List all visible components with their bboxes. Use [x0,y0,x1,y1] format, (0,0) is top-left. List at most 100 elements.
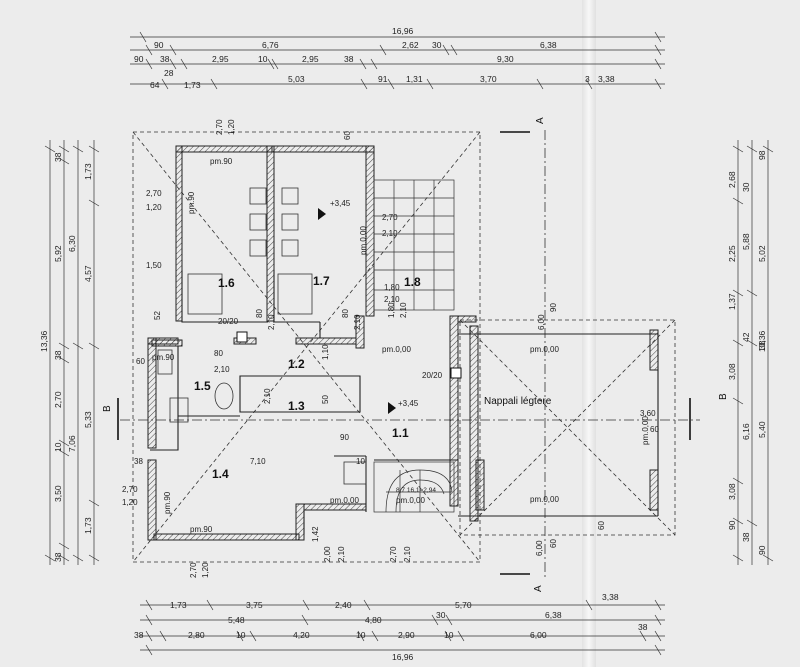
floor-level: pm.0,00 [530,495,559,504]
dim-bottom: 1,73 [170,600,187,610]
annotation: 52 [153,311,162,320]
dim-bottom: 5,48 [228,615,245,625]
dim-bottom: 10 [444,630,454,640]
dim-top: 2,95 [212,54,229,64]
dim-top: 91 [378,74,388,84]
bottom-dimension-lines [140,599,665,656]
annotation: 2,00 [323,546,332,562]
annotation: 2,70 [122,485,138,494]
dim-bottom: 3,75 [246,600,263,610]
floor-level: pm.90 [210,157,233,166]
vents [236,331,462,379]
dim-top: 90 [134,54,144,64]
dim-left: 7,06 [67,435,77,452]
dim-left: 1,73 [83,517,93,534]
annotation: 2,70 [382,213,398,222]
annotation: 2,10 [337,546,346,562]
room-1-5: 1.5 [194,379,211,393]
dim-bottom: 2,90 [398,630,415,640]
dim-top: 10 [258,54,268,64]
dim-right: 5,40 [757,421,767,438]
dim-top: 1,73 [184,80,201,90]
dim-top: 38 [344,54,354,64]
dim-top: 3,70 [480,74,497,84]
dim-bottom: 4,80 [365,615,382,625]
annotation: 50 [321,395,330,404]
dim-left: 38 [53,350,63,360]
floor-level: pm.0,00 [359,226,368,255]
annotation: 2,10 [214,365,230,374]
annotation: 20/20 [422,371,443,380]
dim-left-total: 13,36 [39,330,49,352]
dim-top-total: 16,96 [392,26,414,36]
annotation: pm.90 [152,353,175,362]
dim-right: 42 [741,332,751,342]
dim-right: 5,02 [757,245,767,262]
floor-level: pm.90 [163,491,172,514]
annotation: 20/20 [218,317,239,326]
annotation: 80 [341,309,350,318]
dim-left: 5,33 [83,411,93,428]
dim-left: 5,92 [53,245,63,262]
annotation: 6,00 [537,314,546,330]
dim-right: 2,68 [727,171,737,188]
section-a-top: A [535,117,546,124]
annotation: 1,20 [122,498,138,507]
annotation: 2,10 [382,229,398,238]
left-dimension-text: 13,36 38 5,92 38 2,70 10 3,50 38 6,30 7,… [39,152,93,562]
annotation: 90 [340,433,349,442]
annotation: 2,10 [403,546,412,562]
annotation: 1,80 [384,283,400,292]
furniture [157,187,367,485]
dim-right: 98 [757,150,767,160]
room-1-8: 1.8 [404,275,421,289]
annotation: 1,20 [201,562,210,578]
dim-right: 2,25 [727,245,737,262]
dim-right: 38 [741,532,751,542]
annotation: 6,00 [535,540,544,556]
elevation-b: +3,45 [398,399,419,408]
annotation: 10 [356,457,365,466]
annotation: 60 [650,425,659,434]
floor-level: pm.90 [190,525,213,534]
annotation: 1,50 [146,261,162,270]
annotation: 2,70 [215,119,224,135]
annotation: 1,42 [311,526,320,542]
room-1-2: 1.2 [288,357,305,371]
dim-bottom: 38 [638,622,648,632]
room-1-7: 1.7 [313,274,330,288]
elevation-a: +3,45 [330,199,351,208]
annotation: 60 [136,357,145,366]
dim-right: 38 [757,340,767,350]
floor-level: pm.0,00 [396,496,425,505]
dim-top: 1,31 [406,74,423,84]
dim-left: 6,30 [67,235,77,252]
dim-left: 38 [53,552,63,562]
room-1-1: 1.1 [392,426,409,440]
dim-right: 90 [757,545,767,555]
top-dimension-text: 16,96 90 6,76 2,62 30 6,38 90 38 2,95 10… [134,26,615,90]
floor-level: pm.0,00 [641,416,650,445]
dim-left: 3,50 [53,485,63,502]
dim-left: 2,70 [53,391,63,408]
dim-right: 3,08 [727,483,737,500]
annotation: 2,70 [146,189,162,198]
section-a-bottom: A [533,585,544,592]
dim-top: 6,38 [540,40,557,50]
dim-top: 30 [432,40,442,50]
annotation: 60 [549,539,558,548]
dim-top: 38 [160,54,170,64]
dim-bottom: 5,70 [455,600,472,610]
dim-bottom: 3,38 [602,592,619,602]
floor-level: pm.0,00 [330,496,359,505]
dim-right: 6,16 [741,423,751,440]
dim-top: 2,62 [402,40,419,50]
dim-bottom: 30 [436,610,446,620]
nappali-label: Nappali légtere [484,396,552,407]
right-dimension-lines [732,140,774,565]
right-dimension-text: 13,36 98 2,68 30 5,88 1,37 3,08 6,16 3,0… [727,150,767,555]
elevation-markers [318,208,396,414]
room-1-6: 1.6 [218,276,235,290]
section-b-left: B [102,405,113,412]
annotation: 90 [549,303,558,312]
